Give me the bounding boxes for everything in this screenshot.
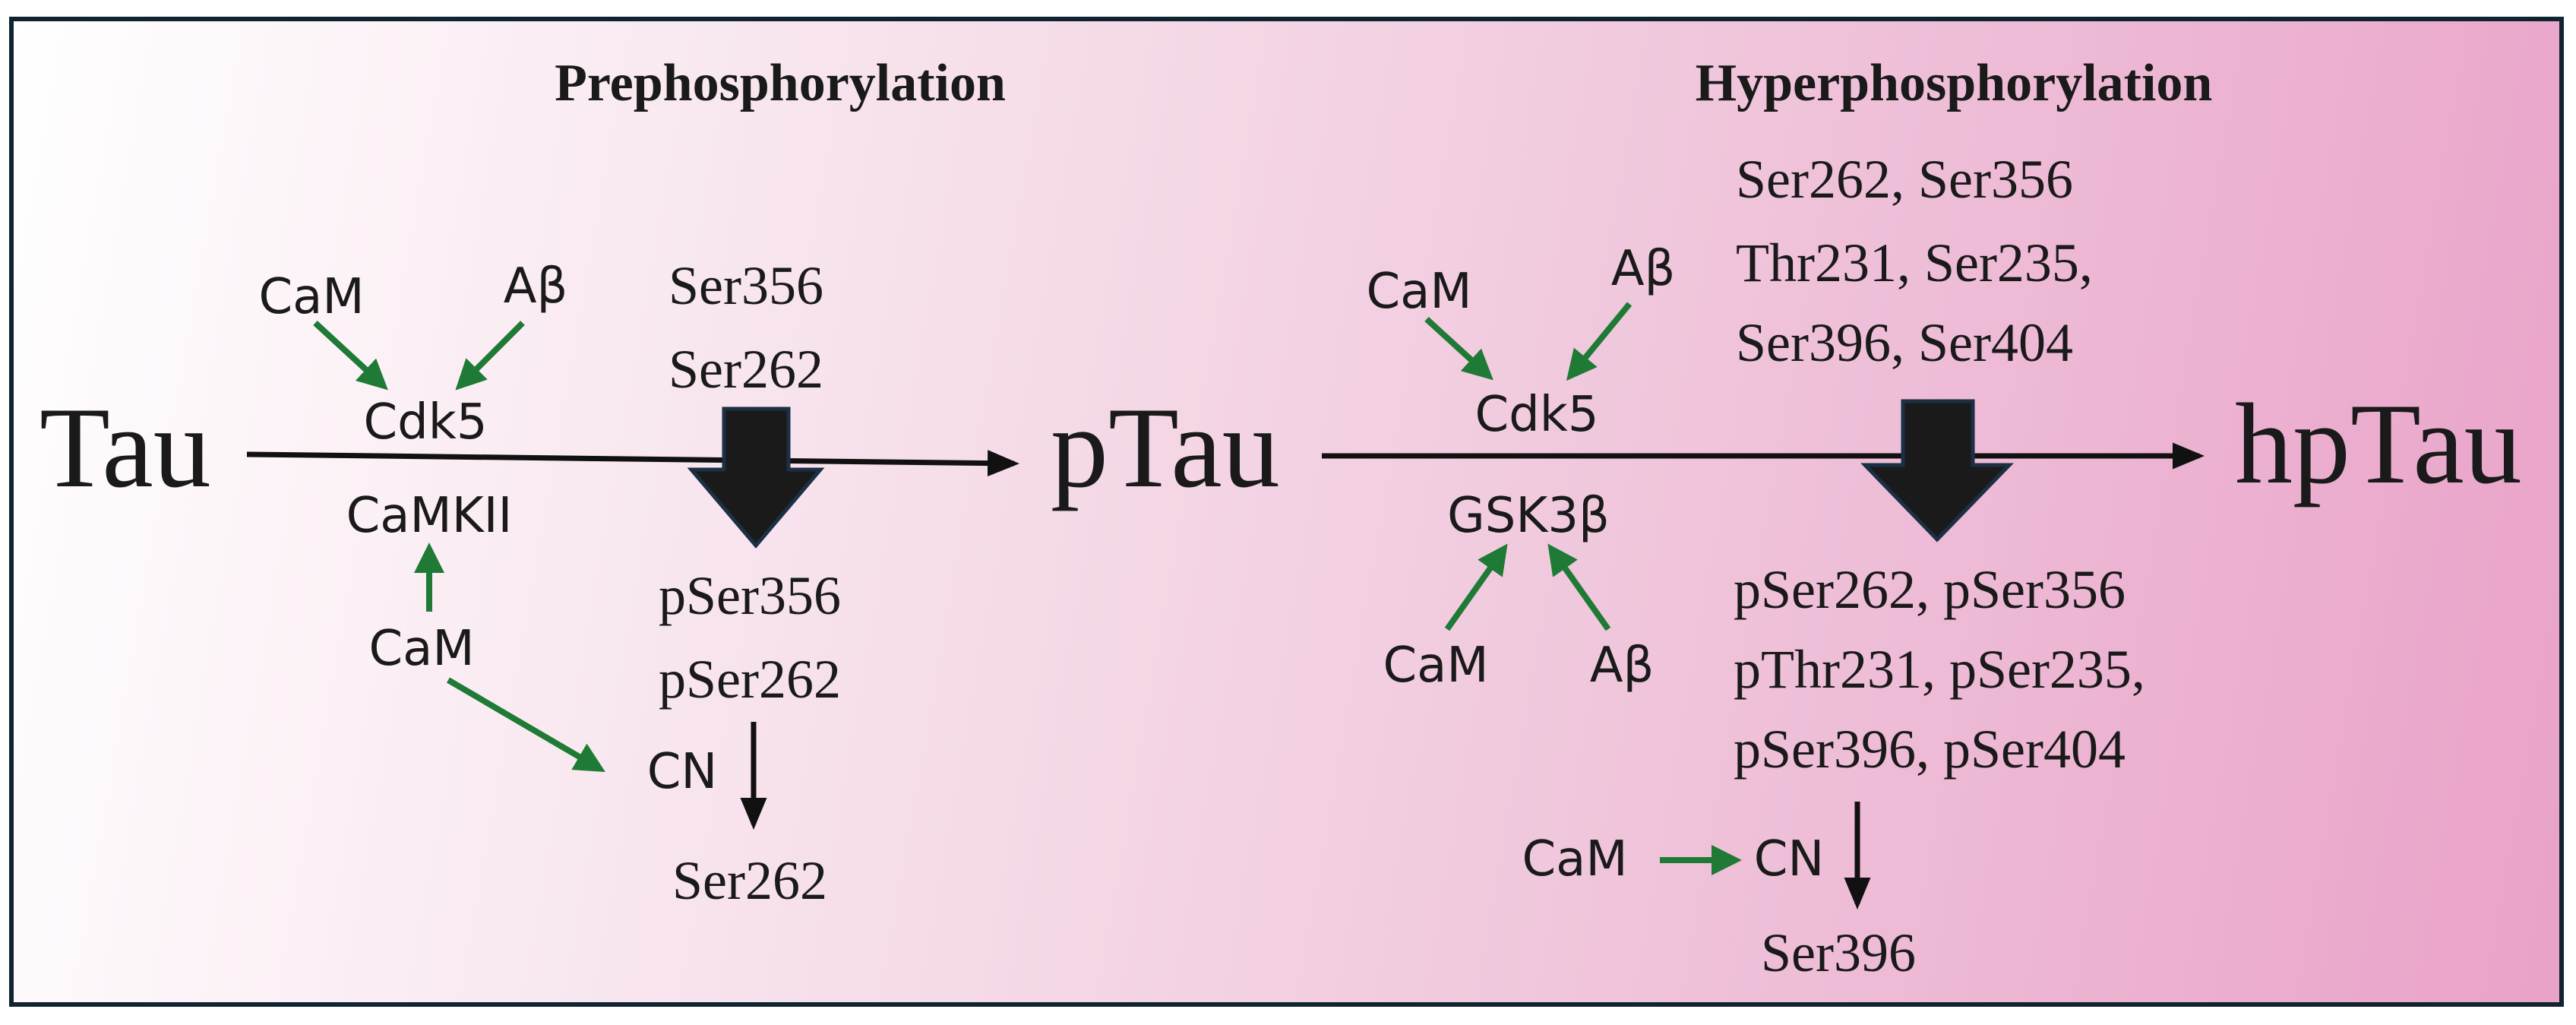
left-cam-bottom: CaM [368, 621, 474, 677]
right-cn: CN [1754, 831, 1825, 887]
right-site-before-3: Ser396, Ser404 [1736, 312, 2073, 373]
right-site-before-1: Ser262, Ser356 [1736, 149, 2073, 210]
left-sites-before: Ser356 Ser262 [668, 255, 823, 400]
right-gsk3b: GSK3β [1447, 488, 1610, 544]
right-cam-to-cdk5-arrow [1424, 317, 1493, 381]
left-site-before-1: Ser356 [668, 255, 823, 316]
right-site-after-1: pSer262, pSer356 [1734, 559, 2126, 620]
right-block-arrow [1860, 399, 2014, 543]
right-site-after-2: pThr231, pSer235, [1734, 639, 2145, 700]
right-abeta-top: Aβ [1611, 241, 1676, 297]
arrow-tau-to-ptau [246, 450, 1019, 477]
left-dephos-site: Ser262 [672, 850, 827, 911]
node-tau: Tau [40, 384, 211, 511]
left-sites-after: pSer356 pSer262 [659, 565, 841, 710]
left-abeta-to-cdk5-arrow [455, 321, 525, 391]
left-cam-top: CaM [258, 269, 364, 325]
node-ptau: pTau [1051, 384, 1280, 511]
right-abeta-to-gsk3b-arrow [1547, 543, 1611, 631]
left-site-before-2: Ser262 [668, 339, 823, 400]
right-cdk5: Cdk5 [1474, 387, 1598, 443]
left-cam-to-cdk5-arrow [313, 321, 388, 391]
right-cam-bottom: CaM [1383, 637, 1488, 694]
left-site-after-2: pSer262 [659, 649, 841, 710]
left-abeta-top: Aβ [504, 258, 568, 315]
right-cam-top: CaM [1366, 264, 1471, 320]
right-cam-cn: CaM [1522, 831, 1627, 887]
right-abeta-to-cdk5-arrow [1566, 302, 1633, 381]
right-cam-to-gsk3b-arrow [1444, 543, 1508, 631]
left-site-after-1: pSer356 [659, 565, 841, 626]
right-site-before-2: Thr231, Ser235, [1736, 233, 2093, 293]
left-cn: CN [647, 744, 718, 800]
right-site-after-3: pSer396, pSer404 [1734, 719, 2126, 780]
right-sites-after: pSer262, pSer356 pThr231, pSer235, pSer3… [1734, 559, 2145, 780]
right-dephos-site: Ser396 [1761, 922, 1916, 983]
left-cam-to-cn-arrow [446, 677, 605, 773]
left-cdk5: Cdk5 [363, 394, 487, 451]
right-sites-before: Ser262, Ser356 Thr231, Ser235, Ser396, S… [1736, 149, 2093, 373]
node-hptau: hpTau [2235, 380, 2522, 508]
left-block-arrow [687, 407, 825, 549]
diagram-frame [9, 17, 2564, 1007]
heading-prephosphorylation: Prephosphorylation [555, 54, 1006, 112]
right-abeta-bottom: Aβ [1590, 637, 1655, 694]
heading-hyperphosphorylation: Hyperphosphorylation [1696, 54, 2213, 112]
left-camkii: CaMKII [346, 488, 513, 544]
